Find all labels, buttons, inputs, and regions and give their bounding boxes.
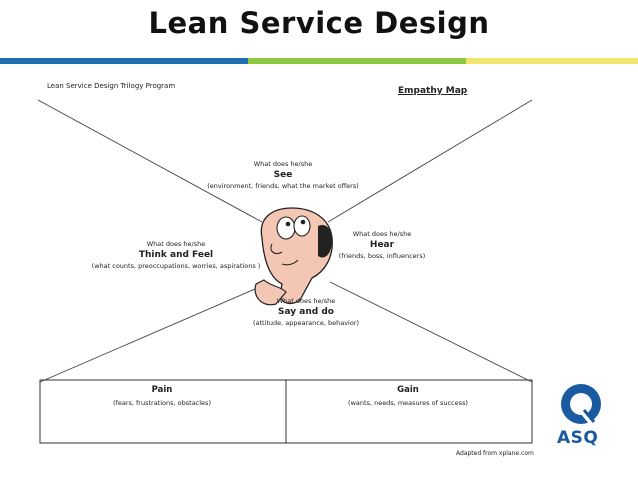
color-band-blue	[0, 58, 248, 64]
hear-question: What does he/she	[352, 230, 412, 238]
hear-heading: Hear	[369, 240, 395, 250]
say-heading: Say and do	[278, 307, 334, 317]
diagonal-bottom-right	[329, 281, 533, 383]
quadrant-think-and-feel: What does he/she Think and Feel (what co…	[86, 240, 266, 270]
see-detail: (environment, friends, what the market o…	[207, 182, 359, 190]
quadrant-say-and-do: What does he/she Say and do (attitude, a…	[246, 297, 366, 327]
pain-detail: (fears, frustrations, obstacles)	[113, 399, 211, 407]
pain-heading: Pain	[151, 385, 173, 395]
program-label: Lean Service Design Trilogy Program	[47, 82, 176, 90]
color-band-yellow	[466, 58, 638, 64]
diagonal-top-left	[37, 99, 263, 223]
slide-title: Lean Service Design	[148, 6, 490, 40]
asq-logo-icon	[561, 384, 601, 425]
thinking-face-icon	[254, 207, 333, 306]
think-detail: (what counts, preoccupations, worries, a…	[91, 262, 261, 270]
quadrant-see: What does he/she See (environment, frien…	[200, 160, 366, 190]
see-heading: See	[273, 170, 293, 180]
pain-box: Pain (fears, frustrations, obstacles)	[40, 385, 284, 407]
hear-detail: (friends, boss, influencers)	[338, 252, 426, 260]
say-question: What does he/she	[276, 297, 336, 305]
gain-heading: Gain	[397, 385, 419, 395]
color-band-green	[248, 58, 466, 64]
think-question: What does he/she	[146, 240, 206, 248]
diagonal-bottom-left	[39, 285, 263, 383]
gain-box: Gain (wants, needs, measures of success)	[286, 385, 530, 407]
source-credit: Adapted from xplane.com	[456, 450, 534, 457]
asq-logo-text: ASQ	[557, 428, 599, 448]
see-question: What does he/she	[253, 160, 313, 168]
diagonal-top-right	[327, 99, 533, 223]
think-heading: Think and Feel	[138, 250, 214, 260]
empathy-map-title: Empathy Map	[398, 86, 468, 96]
gain-detail: (wants, needs, measures of success)	[348, 399, 468, 407]
quadrant-hear: What does he/she Hear (friends, boss, in…	[330, 230, 434, 260]
say-detail: (attitude, appearance, behavior)	[252, 319, 360, 327]
